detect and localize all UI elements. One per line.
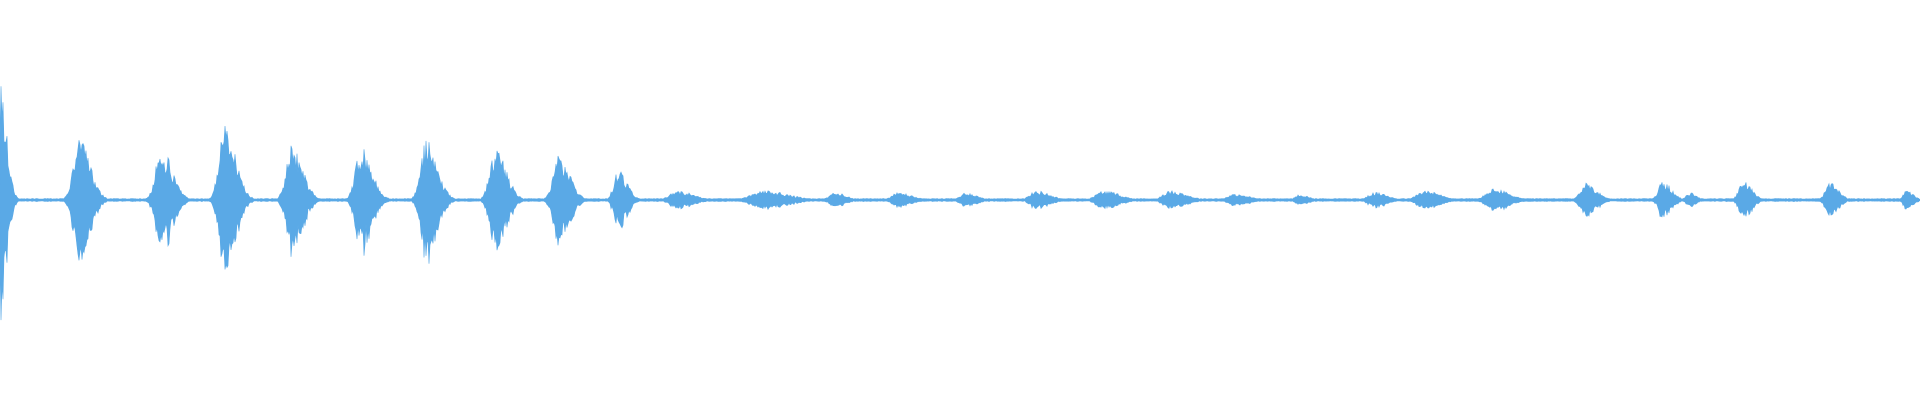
waveform-path (0, 86, 1920, 321)
